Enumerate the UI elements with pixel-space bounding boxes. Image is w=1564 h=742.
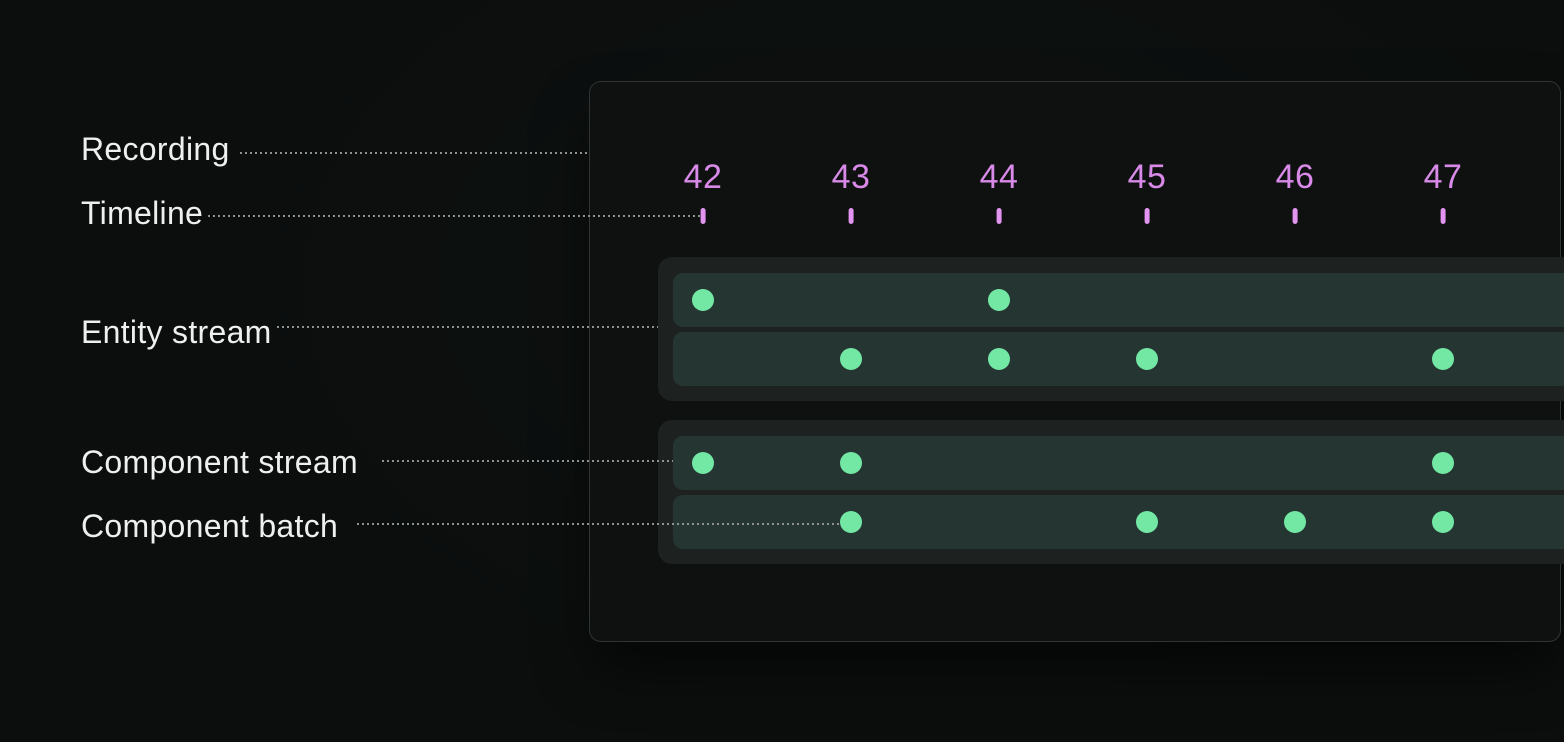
entity-stream-group-2 — [658, 420, 1564, 564]
log-event-dot — [1432, 511, 1454, 533]
label-recording: Recording — [81, 131, 230, 167]
component-stream-row — [673, 495, 1564, 549]
log-event-dot — [1136, 348, 1158, 370]
log-event-dot — [840, 348, 862, 370]
log-event-dot — [1284, 511, 1306, 533]
leader-line-component-stream — [382, 460, 673, 462]
component-stream-row — [673, 436, 1564, 490]
log-event-dot — [1432, 452, 1454, 474]
label-entity-stream: Entity stream — [81, 314, 272, 350]
label-component-stream: Component stream — [81, 444, 358, 480]
log-event-dot — [692, 289, 714, 311]
log-event-dot — [692, 452, 714, 474]
log-event-dot — [840, 452, 862, 474]
entity-stream-group-1 — [658, 257, 1564, 401]
leader-line-entity-stream — [277, 326, 658, 328]
log-event-dot — [988, 348, 1010, 370]
label-component-batch: Component batch — [81, 508, 339, 544]
log-event-dot — [988, 289, 1010, 311]
leader-line-timeline — [208, 215, 700, 217]
log-event-dot — [1432, 348, 1454, 370]
leader-line-recording — [240, 152, 589, 154]
component-stream-row — [673, 332, 1564, 386]
log-event-dot — [840, 511, 862, 533]
component-stream-row — [673, 273, 1564, 327]
label-timeline: Timeline — [81, 195, 204, 231]
leader-line-component-batch — [357, 523, 841, 525]
log-event-dot — [1136, 511, 1158, 533]
